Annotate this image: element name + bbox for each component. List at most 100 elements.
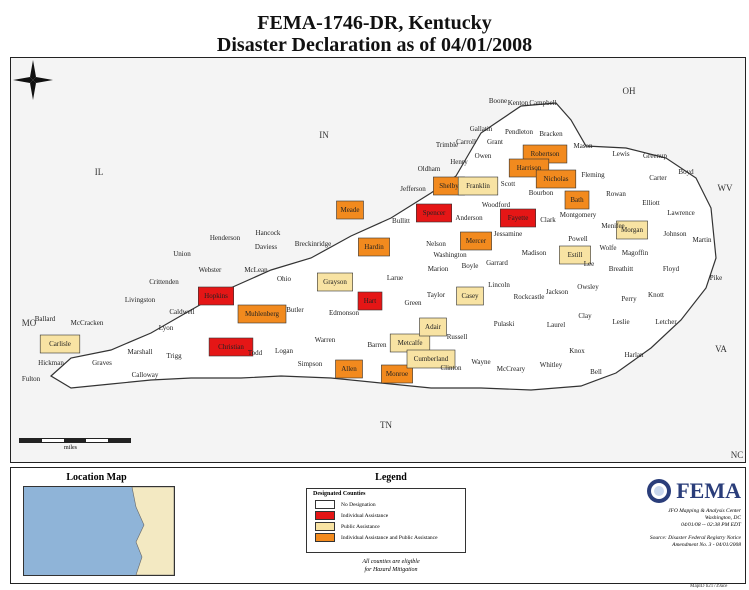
county-label-fulton: Fulton [21,375,41,383]
county-label-daviess: Daviess [254,243,278,251]
legend-swatch [315,522,335,531]
county-label-montgomery: Montgomery [559,211,597,219]
county-label-butler: Butler [286,306,304,314]
county-label-allen: Allen [341,365,357,373]
county-label-pendleton: Pendleton [505,128,533,136]
map-svg [39,102,717,391]
county-label-hart: Hart [363,297,377,305]
county-label-jefferson: Jefferson [400,185,426,193]
county-label-spencer: Spencer [422,209,446,217]
scale-bar: miles [19,428,131,452]
county-label-nicholas: Nicholas [543,175,569,183]
county-shape-monroe [381,364,413,384]
county-label-magoffin: Magoffin [621,249,649,257]
county-label-grant: Grant [487,138,503,146]
county-shape-carlisle [39,334,81,354]
county-label-ballard: Ballard [34,315,56,323]
county-label-lewis: Lewis [612,150,630,158]
county-shape-franklin [457,176,499,196]
location-map-inset [23,486,175,576]
county-label-boyle: Boyle [461,262,479,270]
county-label-clinton: Clinton [440,364,462,372]
county-label-pulaski: Pulaski [493,320,515,328]
map-subtitle: Disaster Declaration as of 04/01/2008 [216,34,533,56]
county-label-green: Green [404,299,422,307]
county-label-carroll: Carroll [456,138,476,146]
county-label-crittenden: Crittenden [149,278,179,286]
county-label-bracken: Bracken [539,130,563,138]
county-label-owsley: Owsley [577,283,599,291]
county-label-leslie: Leslie [612,318,630,326]
county-label-nelson: Nelson [426,240,446,248]
county-shape-cumberland [406,349,456,369]
county-shape-allen [335,359,363,379]
county-label-russell: Russell [446,333,468,341]
credit-line2: Washington, DC [704,515,741,521]
county-label-woodford: Woodford [481,201,511,209]
fema-wordmark: FEMA [676,478,741,503]
county-shape-estill [559,245,591,265]
legend-label: Individual Assistance [341,512,389,519]
county-label-hopkins: Hopkins [204,292,228,300]
county-label-greenup: Greenup [642,152,668,160]
county-label-carlisle: Carlisle [49,340,71,348]
county-shape-meade [336,200,364,220]
source-line1: Source: Disaster Federal Registry Notice [649,535,741,541]
credit-line1: JFO Mapping & Analysis Center [668,508,741,514]
county-label-taylor: Taylor [426,291,446,299]
county-label-bourbon: Bourbon [528,189,554,197]
state-label-wv: WV [717,183,733,193]
legend-label: Public Assistance [341,523,380,530]
county-label-hancock: Hancock [255,229,281,237]
credit-line3: 04/01/08 -- 02:38 PM EDT [681,522,741,528]
county-label-lee: Lee [583,260,595,268]
county-label-anderson: Anderson [455,214,483,222]
county-label-breckinridge: Breckinridge [294,240,332,248]
county-label-calloway: Calloway [131,371,159,379]
county-label-trimble: Trimble [435,141,459,149]
legend-item: Individual Assistance [315,510,465,521]
county-label-gallatin: Gallatin [469,125,493,133]
legend-item: Individual Assistance and Public Assista… [315,532,465,543]
county-label-robertson: Robertson [530,150,560,158]
county-label-owen: Owen [474,152,492,160]
county-label-union: Union [173,250,191,258]
county-label-campbell: Campbell [529,99,557,107]
county-label-mccreary: McCreary [496,365,526,373]
county-label-martin: Martin [692,236,712,244]
county-label-christian: Christian [218,343,244,351]
county-label-laurel: Laurel [546,321,566,329]
county-label-knox: Knox [569,347,585,355]
legend-box: Designated Counties No Designation Indiv… [306,488,466,553]
county-label-metcalfe: Metcalfe [397,339,423,347]
county-label-muhlenberg: Muhlenberg [244,310,280,318]
county-label-henderson: Henderson [209,234,241,242]
county-label-letcher: Letcher [655,318,677,326]
county-label-bath: Bath [570,196,584,204]
county-label-warren: Warren [314,336,336,344]
mitigation-note-line2: for Hazard Mitigation [364,567,418,573]
county-label-johnson: Johnson [663,230,687,238]
legend-box-title: Designated Counties [313,491,366,497]
county-label-lincoln: Lincoln [488,281,510,289]
county-label-wayne: Wayne [471,358,491,366]
county-label-ohio: Ohio [277,275,291,283]
county-label-boone: Boone [488,97,508,105]
inset-land-icon [131,487,174,575]
county-label-harrison: Harrison [516,164,542,172]
county-label-elliott: Elliott [642,199,660,207]
county-shape-fayette [499,208,536,228]
county-label-mccracken: McCracken [70,319,104,327]
county-label-hardin: Hardin [364,243,384,251]
county-label-barren: Barren [367,341,387,349]
mitigation-note-line1: All counties are eligible [362,559,420,565]
county-label-mclean: McLean [244,266,268,274]
county-label-monroe: Monroe [385,370,409,378]
county-shape-christian [208,337,254,357]
county-label-webster: Webster [198,266,222,274]
county-label-edmonson: Edmonson [329,309,359,317]
county-label-harlan: Harlan [624,351,644,359]
county-label-todd: Todd [247,349,263,357]
county-label-hickman: Hickman [38,359,64,367]
county-label-grayson: Grayson [323,278,347,286]
